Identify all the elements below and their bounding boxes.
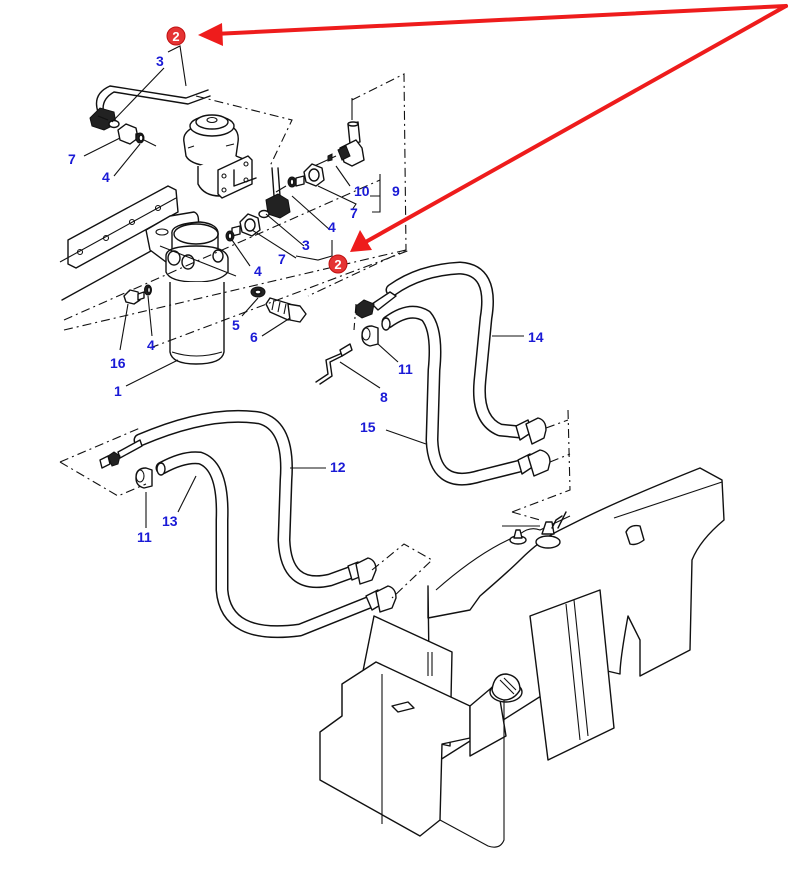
callouts: 3 7 4 10 9 7 4 3 7 4 5 6 16 4 1 14 11 8 … [68,53,544,545]
hose-13 [155,451,397,639]
clip-11-right [361,325,379,347]
callout-4[interactable]: 4 [328,219,336,235]
callout-11[interactable]: 11 [398,361,413,377]
highlight-badge-mid: 2 [328,254,348,274]
callout-9[interactable]: 9 [392,183,400,199]
callout-16[interactable]: 16 [110,355,126,371]
hose-12 [99,409,377,589]
callout-1[interactable]: 1 [114,383,122,399]
elbow-assembly [309,98,365,169]
callout-10[interactable]: 10 [354,183,370,199]
callout-4[interactable]: 4 [147,337,155,353]
hose-14 [355,261,547,445]
callout-13[interactable]: 13 [162,513,178,529]
callout-11[interactable]: 11 [137,529,152,545]
banjo-fittings-top [108,119,157,147]
callout-12[interactable]: 12 [330,459,346,475]
boundary-hose-left [59,427,433,599]
callout-6[interactable]: 6 [250,329,258,345]
callout-7[interactable]: 7 [350,205,358,221]
boundary-hose-right [353,303,571,513]
highlight-badge-top: 2 [166,26,186,46]
callout-7[interactable]: 7 [278,251,286,267]
pipe-to-filter [258,167,291,219]
banjo-fittings-mid [275,163,325,193]
callout-15[interactable]: 15 [360,419,376,435]
filter-fasteners [123,284,307,323]
callout-3[interactable]: 3 [156,53,164,69]
pipe-8 [315,343,353,385]
hose-15 [381,305,551,486]
highlight-arrows [198,4,788,252]
lift-pump [183,114,257,199]
callout-4[interactable]: 4 [102,169,110,185]
callout-3[interactable]: 3 [302,237,310,253]
assembly-boundaries-top [63,73,411,349]
banjo-fittings-low [225,213,261,242]
svg-text:2: 2 [172,29,179,44]
callout-7[interactable]: 7 [68,151,76,167]
callout-14[interactable]: 14 [528,329,544,345]
fuel-tank [319,467,725,848]
mounting-bracket [59,185,179,301]
fuel-filter [145,211,237,365]
svg-text:2: 2 [334,257,341,272]
callout-5[interactable]: 5 [232,317,240,333]
leader-lines [83,45,524,528]
clip-11-left [135,467,153,489]
callout-4[interactable]: 4 [254,263,262,279]
callout-8[interactable]: 8 [380,389,388,405]
